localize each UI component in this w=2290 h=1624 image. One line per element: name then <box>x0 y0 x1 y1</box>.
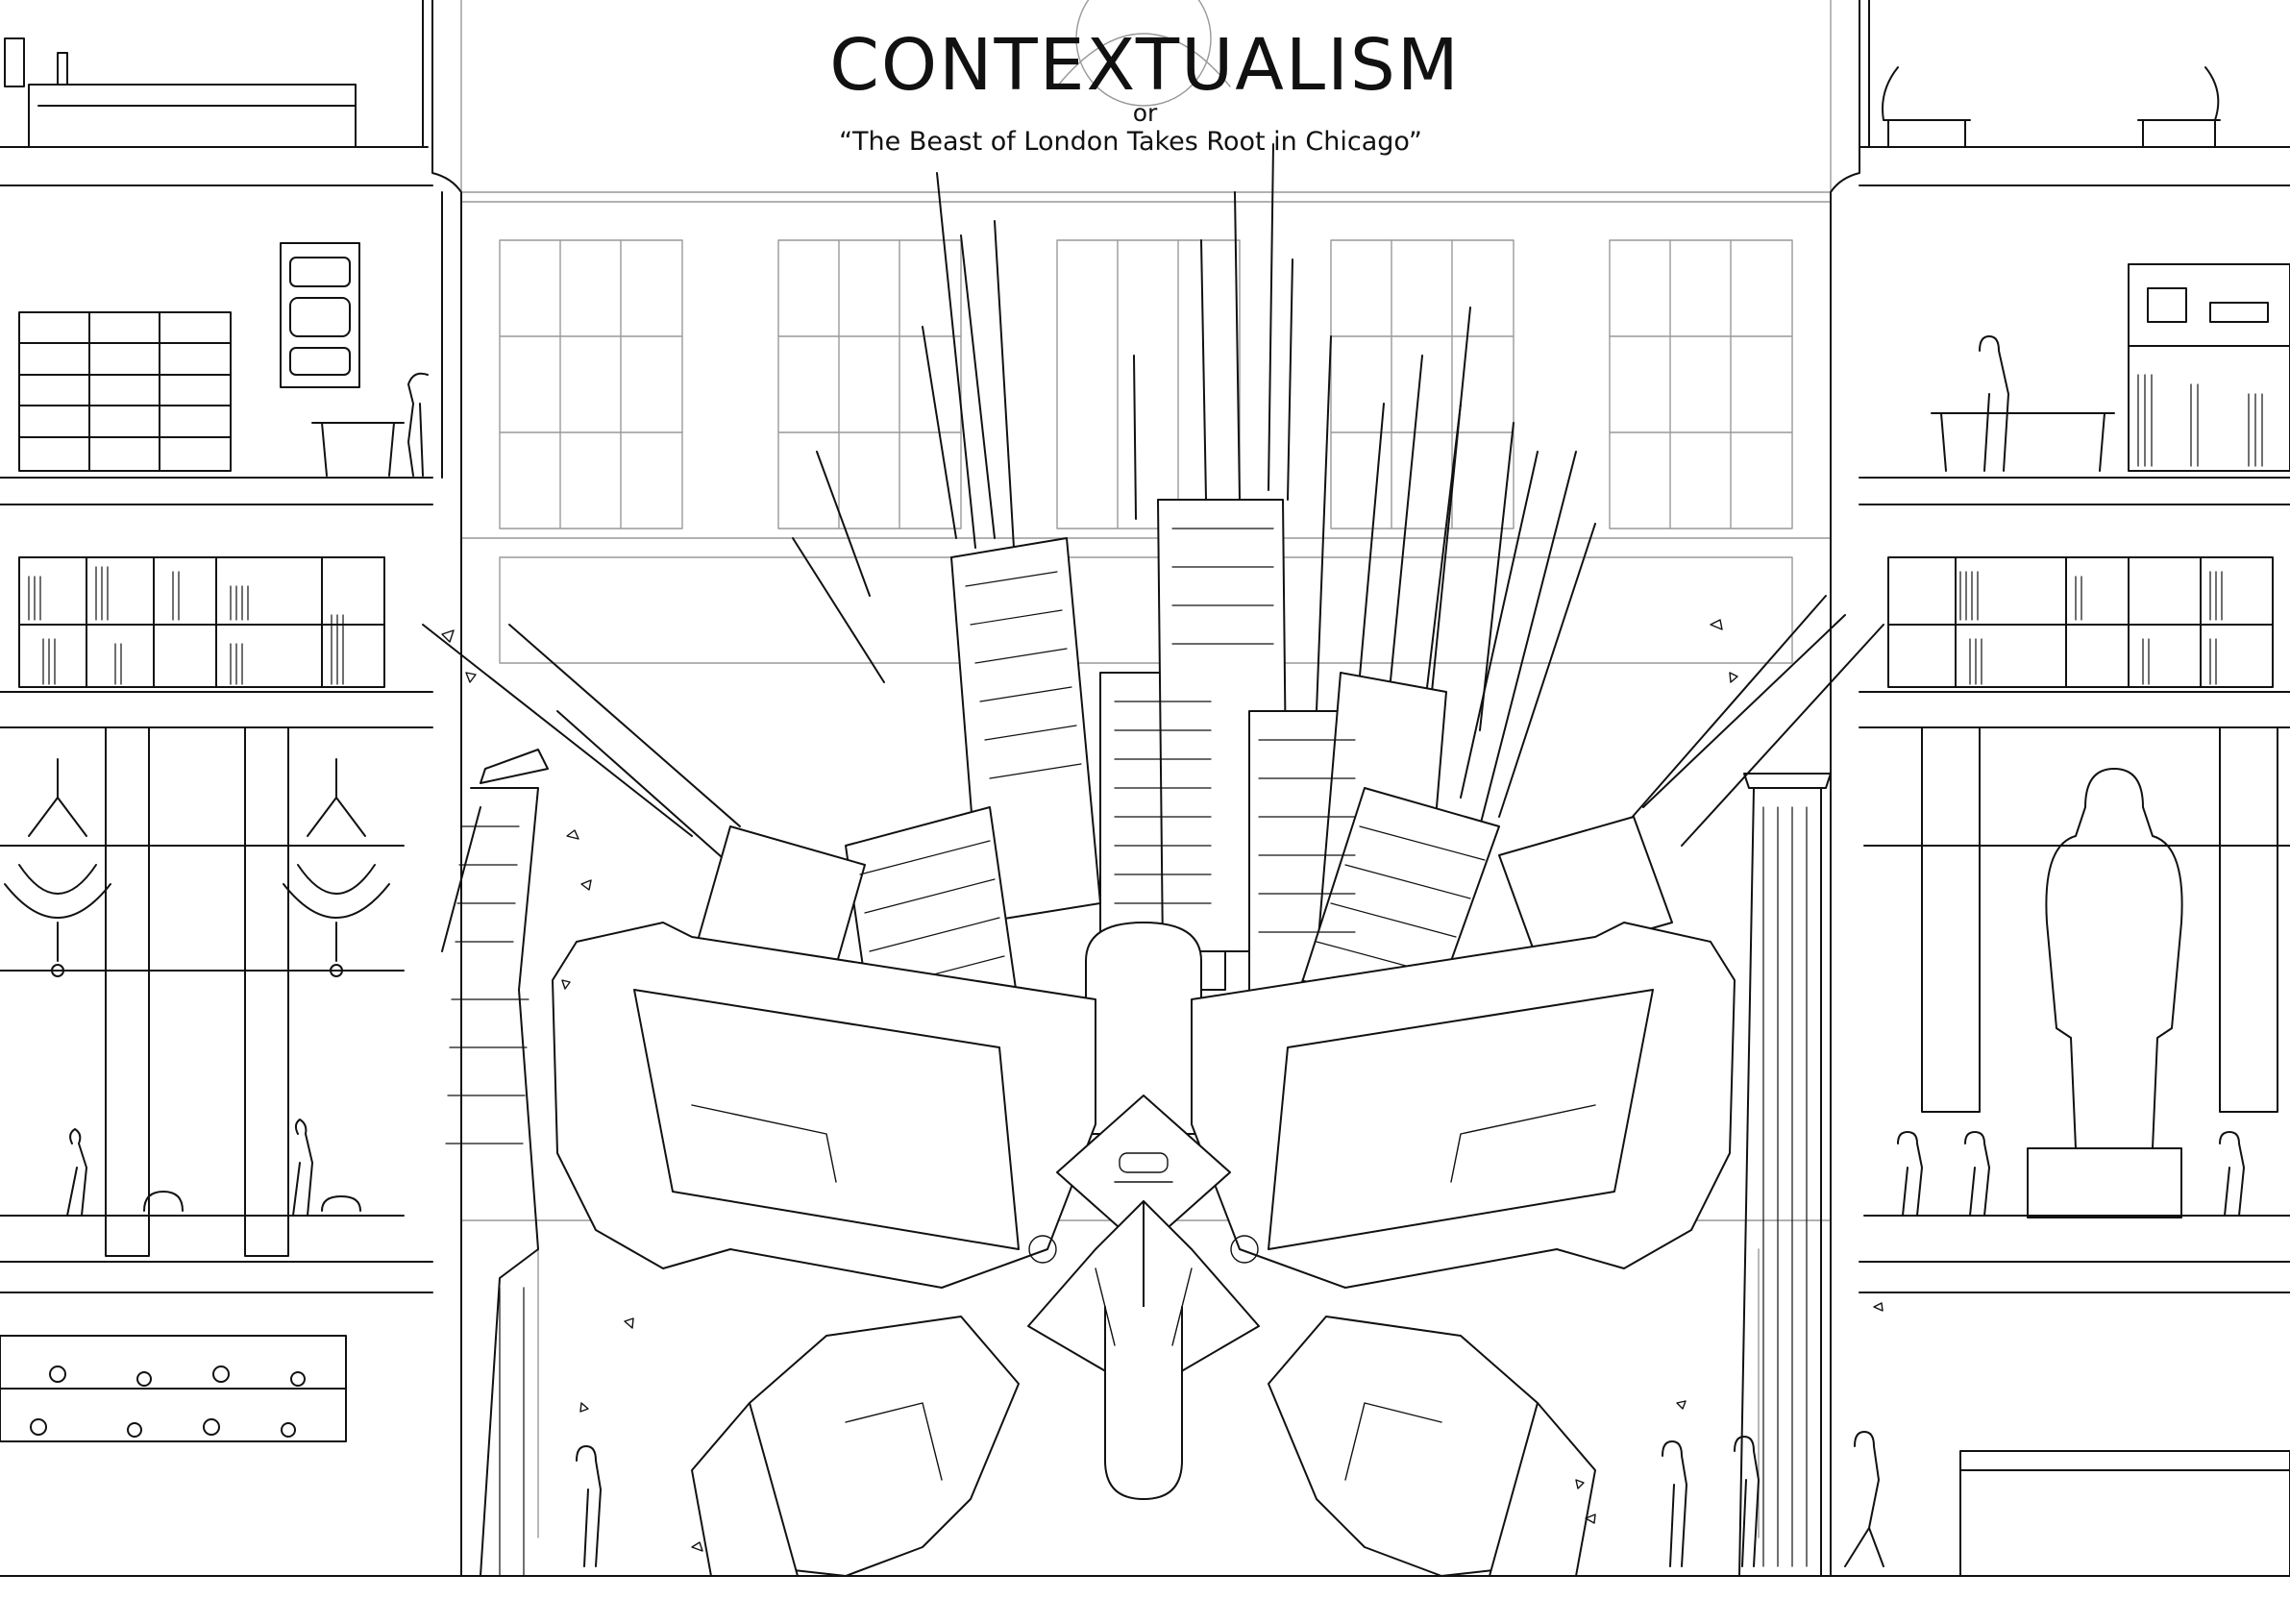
tower-spires <box>422 143 1884 866</box>
statue-silhouette <box>2045 768 2183 1149</box>
chandelier-left <box>4 758 111 977</box>
column-right <box>1738 773 1832 1577</box>
chandelier-right <box>283 758 390 977</box>
column-left <box>441 749 549 1577</box>
mech-details <box>691 1104 1596 1481</box>
mech-beast <box>552 922 1736 1577</box>
atrium-figures <box>576 1431 1884 1567</box>
right-building-section <box>1830 0 2290 1577</box>
left-building-section <box>0 0 462 1577</box>
debris <box>441 619 1884 1552</box>
tower-windows <box>859 528 1486 1029</box>
